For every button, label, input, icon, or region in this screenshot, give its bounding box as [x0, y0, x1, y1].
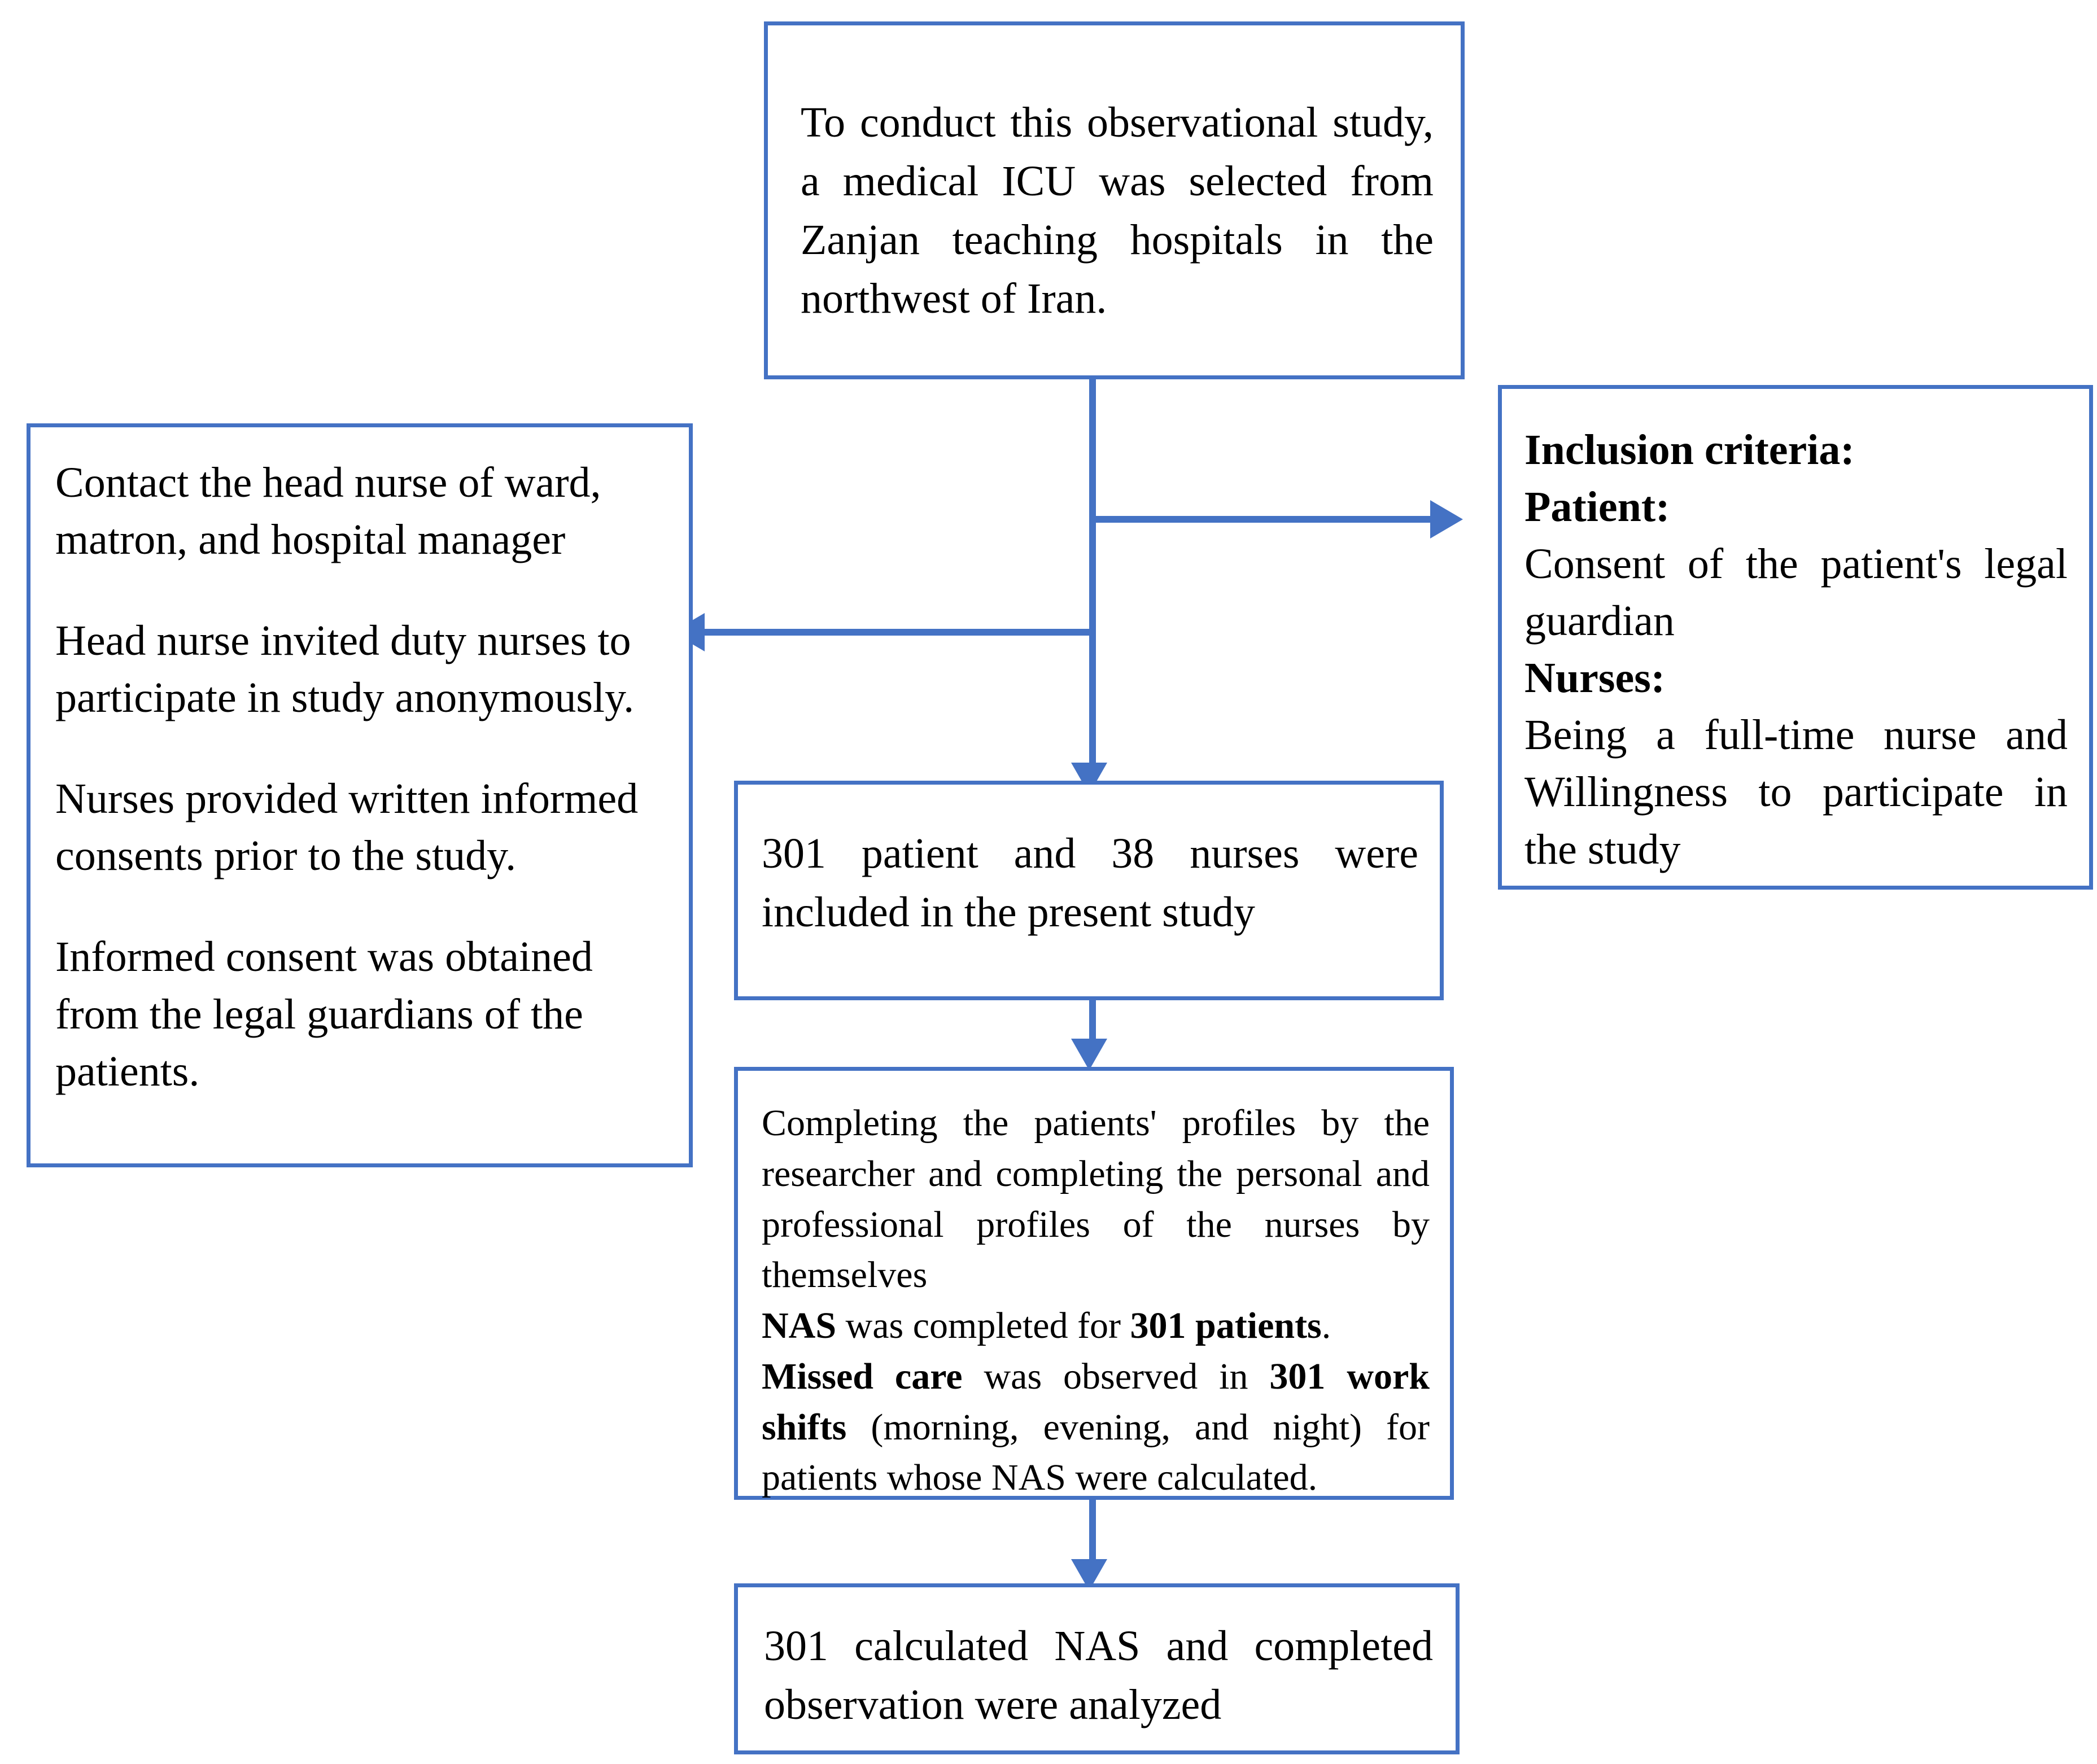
connector-completing-to-analyzed — [1089, 1500, 1096, 1566]
completing-nas-end: . — [1321, 1305, 1331, 1346]
completing-paragraph-1: Completing the patients' profiles by the… — [762, 1102, 1430, 1296]
node-included-counts: 301 patient and 38 nurses were included … — [734, 781, 1444, 1000]
completing-missed-bold-2: 301 work shifts — [762, 1355, 1430, 1448]
completing-nas-mid: was completed for — [836, 1305, 1130, 1346]
completing-missed-mid: was observed in — [962, 1355, 1270, 1397]
arrow-down-icon-to-completing — [1071, 1039, 1107, 1070]
connector-study-trunk — [1089, 375, 1096, 794]
completing-missed-bold-1: Missed care — [762, 1355, 963, 1397]
node-included-counts-body: 301 patient and 38 nurses were included … — [762, 824, 1418, 942]
connector-branch-to-contact — [703, 629, 1093, 636]
node-study-setting: To conduct this observational study, a m… — [764, 21, 1465, 379]
node-analyzed-body: 301 calculated NAS and completed observa… — [764, 1617, 1433, 1734]
completing-nas-bold-2: 301 patients — [1130, 1305, 1322, 1346]
included-text: 301 patient and 38 nurses were included … — [762, 830, 1418, 936]
node-analyzed: 301 calculated NAS and completed observa… — [734, 1583, 1460, 1754]
inclusion-nurses-label: Nurses: — [1524, 654, 1666, 702]
arrow-right-icon — [1430, 500, 1463, 539]
node-contact-consent: Contact the head nurse of ward, matron, … — [27, 423, 693, 1167]
inclusion-nurses-text: Being a full-time nurse and Willingness … — [1524, 711, 2068, 873]
inclusion-patient-text: Consent of the patient's legal guardian — [1524, 540, 2068, 645]
connector-included-to-completing — [1089, 1000, 1096, 1047]
completing-missed-end: (morning, evening, and night) for patien… — [762, 1406, 1430, 1499]
node-inclusion-criteria: Inclusion criteria: Patient: Consent of … — [1498, 385, 2093, 890]
contact-paragraph-4: Informed consent was obtained from the l… — [55, 933, 593, 1095]
completing-nas-bold-1: NAS — [762, 1305, 837, 1346]
node-study-setting-body: To conduct this observational study, a m… — [801, 93, 1434, 328]
inclusion-heading: Inclusion criteria: — [1524, 426, 1855, 474]
node-completing-profiles: Completing the patients' profiles by the… — [734, 1067, 1454, 1500]
completing-missed-care-line: Missed care was observed in 301 work shi… — [762, 1351, 1430, 1503]
connector-branch-to-inclusion — [1093, 516, 1431, 523]
inclusion-patient-label: Patient: — [1524, 483, 1670, 531]
analyzed-text: 301 calculated NAS and completed observa… — [764, 1622, 1433, 1729]
contact-paragraph-2: Head nurse invited duty nurses to partic… — [55, 617, 635, 722]
node-contact-consent-body: Contact the head nurse of ward, matron, … — [55, 454, 666, 1100]
contact-paragraph-1: Contact the head nurse of ward, matron, … — [55, 459, 601, 564]
contact-paragraph-3: Nurses provided written informed consent… — [55, 775, 639, 880]
study-setting-text: To conduct this observational study, a m… — [801, 99, 1434, 323]
node-completing-profiles-body: Completing the patients' profiles by the… — [762, 1098, 1430, 1503]
completing-nas-line: NAS was completed for 301 patients. — [762, 1301, 1430, 1351]
node-inclusion-criteria-body: Inclusion criteria: Patient: Consent of … — [1524, 422, 2068, 878]
